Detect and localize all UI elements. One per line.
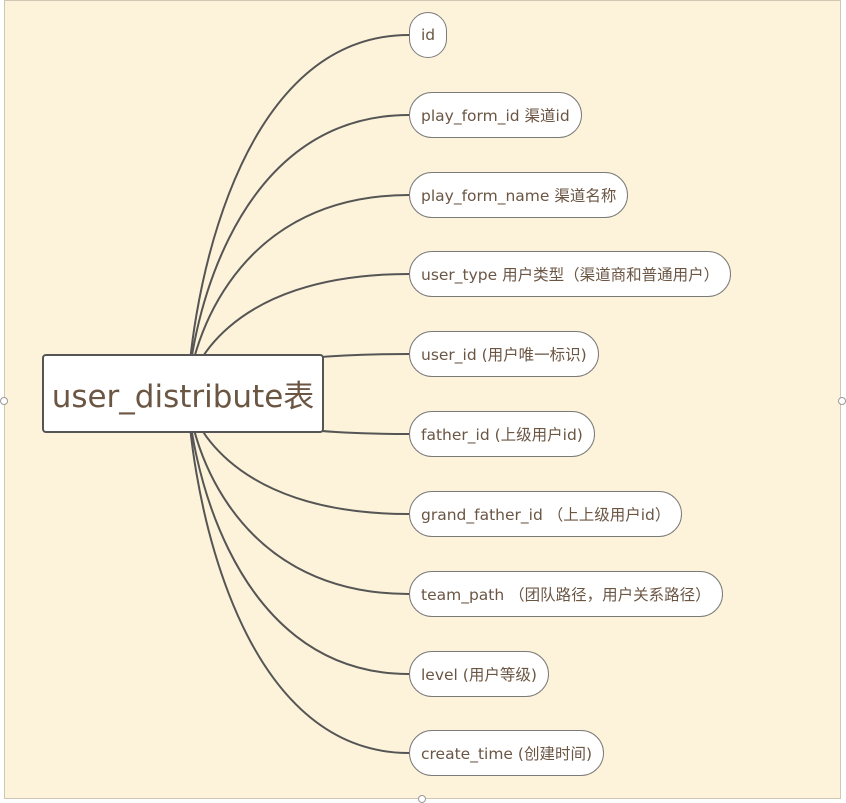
field-node-create-time[interactable]: create_time (创建时间) <box>409 730 604 776</box>
field-node-father-id[interactable]: father_id (上级用户id) <box>409 411 595 457</box>
root-topic[interactable]: user_distribute表 <box>42 354 324 433</box>
field-node-user-id[interactable]: user_id (用户唯一标识) <box>409 331 599 377</box>
connector-line-8 <box>187 393 410 675</box>
field-node-play-form-name[interactable]: play_form_name 渠道名称 <box>409 172 629 218</box>
connector-line-9 <box>187 393 410 754</box>
field-node-team-path[interactable]: team_path （团队路径，用户关系路径） <box>409 571 723 617</box>
field-node-user-type[interactable]: user_type 用户类型（渠道商和普通用户） <box>409 251 732 297</box>
field-node-id[interactable]: id <box>409 12 448 58</box>
connector-line-0 <box>187 34 410 395</box>
field-node-grand-father-id[interactable]: grand_father_id （上上级用户id） <box>409 491 683 537</box>
field-node-play-form-id[interactable]: play_form_id 渠道id <box>409 92 582 138</box>
field-node-level[interactable]: level (用户等级) <box>409 651 549 697</box>
connector-line-1 <box>187 114 410 395</box>
resize-handle-left[interactable] <box>0 397 8 405</box>
